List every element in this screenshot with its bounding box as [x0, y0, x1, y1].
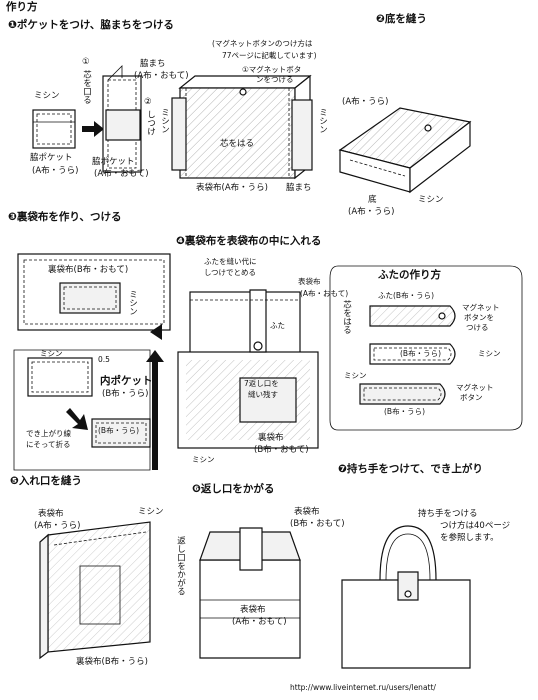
label-sew-right: ミシン: [317, 108, 328, 134]
label-flap-b2: (B布・うら): [400, 349, 441, 358]
magnet-label-2: ンをつける: [256, 75, 294, 84]
label-magnet-btn2-1: マグネット: [456, 383, 494, 392]
magnet-note-1: (マグネットボタンのつけ方は: [212, 39, 313, 48]
label-fold-2: にそって折る: [26, 440, 71, 449]
label-interfacing-flap: 芯をはる: [341, 300, 352, 334]
finished-bag-diagram: [341, 525, 471, 669]
top-edge-sewn-diagram: [39, 521, 151, 660]
label-flap-b: ふた(B布・うら): [378, 291, 434, 300]
label-b-reverse-2: (B布・うら): [98, 426, 139, 435]
label-close-opening: 返し口をかがる: [175, 536, 186, 596]
page-title: 作り方: [6, 1, 38, 13]
label-a-reverse-5: (A布・うら): [34, 521, 81, 531]
bag-body-diagram: [171, 74, 313, 180]
step-5-heading: ❺入れ口を縫う: [10, 475, 82, 487]
label-b-face-4: (B布・おもて): [254, 445, 309, 455]
lining-into-bag-diagram: [177, 289, 319, 449]
arrow-down-icon: [66, 408, 88, 430]
label-bottom: 底: [368, 195, 377, 205]
label-gusset-a: 脇まち: [140, 59, 166, 69]
side-pocket-diagram: [32, 109, 76, 149]
label-sew-4: ミシン: [192, 455, 215, 464]
arrow-right-icon: [150, 324, 162, 340]
label-sew-lining: ミシン: [127, 290, 138, 316]
label-side-pocket-2: 脇ポケット: [92, 157, 135, 167]
label-lining: 裏袋布(B布・おもて): [48, 265, 129, 275]
label-fold-mouth: 芯を口る: [81, 70, 92, 104]
label-lining-5: 裏袋布(B布・うら): [76, 657, 148, 667]
bottom-sewn-diagram: [338, 107, 472, 194]
flap-howto-title: ふたの作り方: [378, 269, 441, 281]
inner-pocket-diagram: [13, 349, 151, 471]
step-7-heading: ❼持ち手をつけて、でき上がり: [338, 463, 483, 475]
lining-panel-diagram: [17, 253, 171, 331]
label-magnet-btn-3: つける: [466, 323, 489, 332]
pocket-on-fabric-diagram: [102, 65, 142, 173]
label-b-reverse: (B布・うら): [102, 389, 149, 399]
label-flap-note-1: ふたを縫い代に: [204, 257, 257, 266]
label-sew-vertical: ミシン: [159, 108, 170, 134]
label-inner-pocket: 内ポケット: [100, 375, 153, 387]
label-dim: 0.5: [98, 355, 110, 364]
label-magnet-btn-2: ボタンを: [464, 313, 494, 322]
label-gusset: 脇まち: [286, 183, 312, 193]
step-1-heading: ❶ポケットをつけ、脇まちをつける: [8, 19, 174, 31]
step-6-heading: ❻返し口をかがる: [192, 483, 275, 495]
label-handle-3: を参照します。: [440, 533, 499, 543]
label-handle-1: 持ち手をつける: [418, 509, 478, 519]
label-outer-6b: 表袋布: [240, 605, 266, 615]
label-outer-fabric: 表袋布(A布・うら): [196, 183, 268, 193]
label-outer-6: 表袋布: [294, 507, 320, 517]
step-3-heading: ❸裏袋布を作り、つける: [8, 211, 122, 223]
label-lining-4: 裏袋布: [258, 433, 284, 443]
label-flap-note-2: しつけでとめる: [204, 268, 257, 277]
label-sew-inner: ミシン: [40, 349, 63, 358]
label-a-face-2: (A布・おもて): [94, 169, 149, 179]
label-baste: しつけ: [145, 110, 156, 136]
magnet-note-2: 77ページに記載しています): [222, 51, 317, 60]
step-2-heading: ❷底を縫う: [376, 13, 427, 25]
arrow-up-icon: [146, 350, 164, 470]
label-opening-1: 7返し口を: [244, 379, 279, 388]
step-4-heading: ❹裏袋布を表袋布の中に入れる: [176, 235, 322, 247]
label-a-reverse-step2: (A布・うら): [342, 97, 389, 107]
label-magnet-btn-1: マグネット: [462, 303, 500, 312]
label-a-reverse: (A布・うら): [32, 166, 79, 176]
label-outer-bag: 表袋布: [298, 277, 321, 286]
label-num1: ①: [82, 57, 90, 67]
label-sew: ミシン: [34, 91, 60, 101]
label-bottom-fabric: (A布・うら): [348, 207, 395, 217]
label-opening-2: 縫い残す: [248, 390, 278, 399]
close-opening-diagram: [199, 527, 301, 659]
label-outer-5: 表袋布: [38, 509, 64, 519]
watermark-url: http://www.liveinternet.ru/users/lenatt/: [290, 683, 436, 692]
arrow-right-icon: [82, 121, 104, 137]
label-sew-step2: ミシン: [418, 195, 444, 205]
label-num2: ②: [144, 97, 152, 107]
magnet-label-1: ①マグネットボタ: [242, 65, 302, 74]
label-handle-2: つけ方は40ページ: [440, 521, 511, 531]
label-flap: ふた: [270, 321, 285, 330]
label-magnet-btn2-2: ボタン: [460, 393, 483, 402]
label-interfacing: 芯をはる: [220, 139, 255, 149]
flap-howto-box: [329, 265, 523, 431]
label-a-face: (A布・おもて): [134, 71, 189, 81]
label-a-face-step4: (A布・おもて): [300, 289, 349, 298]
label-sew-flap-2: ミシン: [344, 371, 367, 380]
label-fold-1: でき上がり線: [26, 429, 71, 438]
label-a-face-6: (A布・おもて): [232, 617, 287, 627]
label-sew-flap: ミシン: [478, 349, 501, 358]
label-side-pocket: 脇ポケット: [30, 153, 73, 163]
label-sew-5: ミシン: [138, 507, 164, 517]
label-flap-b3: (B布・うら): [384, 407, 425, 416]
label-b-face-6: (B布・おもて): [290, 519, 345, 529]
